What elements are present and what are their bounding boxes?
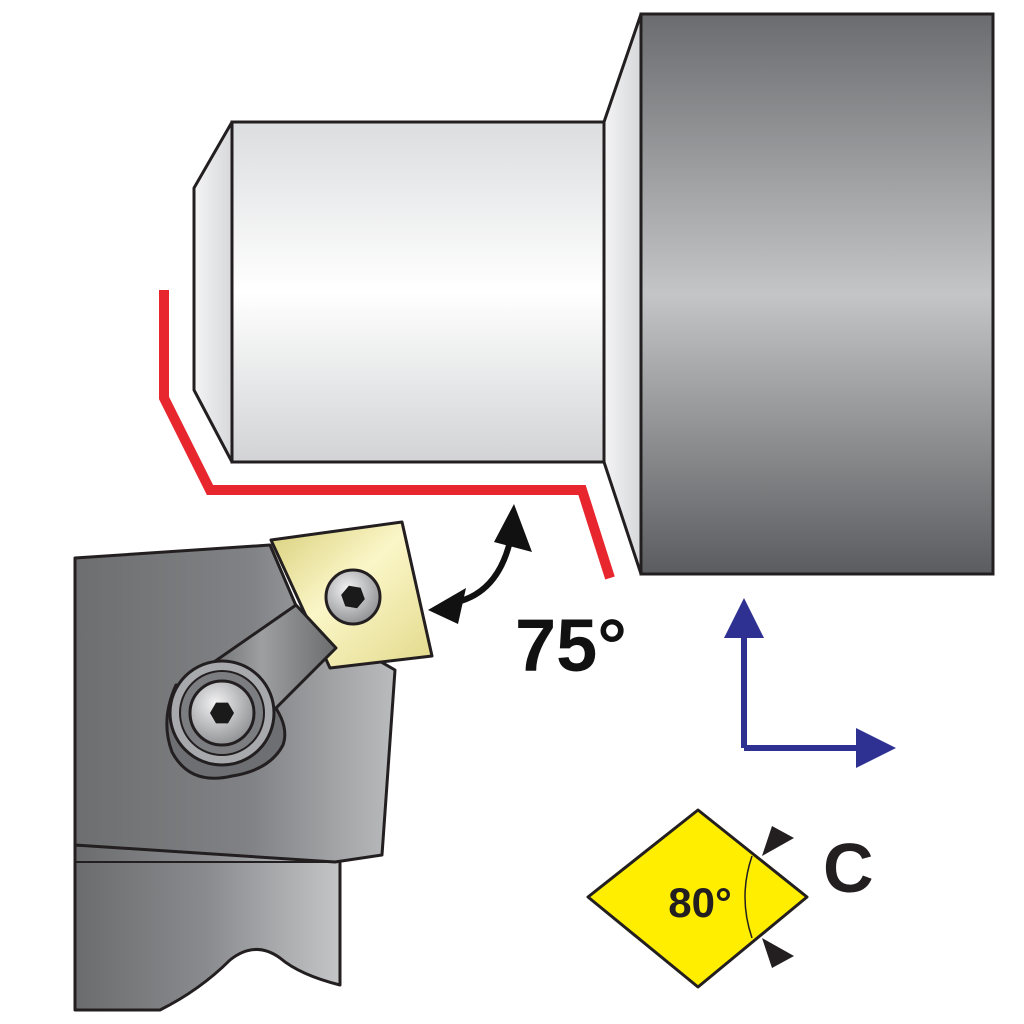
clamp-lever (165, 603, 338, 780)
insert-angle-label: 80° (668, 879, 732, 926)
angle-indicator: 75° (428, 504, 627, 687)
angle-label: 75° (515, 604, 627, 687)
workpiece-end-chamfer (192, 120, 234, 464)
hex-socket-icon (210, 702, 234, 724)
corner-marker-lower-icon (762, 938, 794, 968)
arrow-right-icon (856, 728, 896, 768)
workpiece (192, 12, 995, 576)
hex-socket-icon (341, 585, 365, 609)
arrow-up-icon (724, 598, 764, 638)
axis-arrows (724, 598, 896, 768)
rhombic-insert-icon (586, 808, 809, 989)
workpiece-large-diameter (639, 12, 995, 576)
corner-marker-upper-icon (762, 826, 794, 856)
workpiece-turned-shaft (230, 120, 606, 464)
toolpath-line (159, 290, 615, 580)
workpiece-shoulder-chamfer (602, 12, 643, 576)
insert-angle-arc (744, 855, 753, 939)
holder-lower-body (73, 843, 342, 1012)
insert-shape-symbol: 80° C (586, 808, 874, 989)
angle-arrowhead-left (428, 588, 466, 624)
angle-arrowhead-up (494, 504, 532, 552)
insert-code-label: C (823, 829, 874, 907)
